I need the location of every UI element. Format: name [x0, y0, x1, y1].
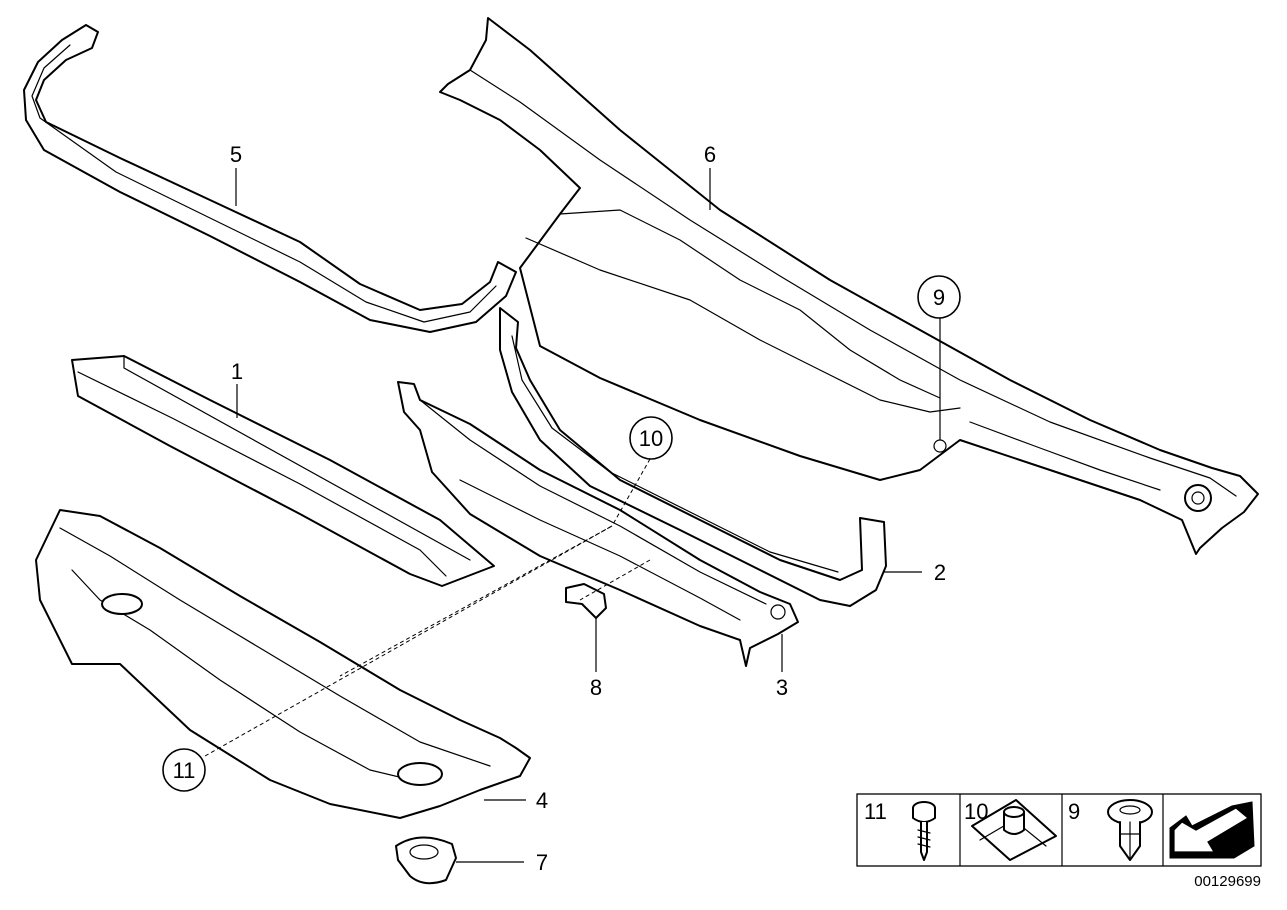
part-8-clip [565, 583, 607, 619]
callout-7: 7 [536, 850, 548, 875]
small-parts-legend: 11 10 9 [856, 793, 1262, 867]
callout-3: 3 [776, 675, 788, 700]
callout-9: 9 [933, 285, 945, 310]
callout-11: 11 [173, 758, 196, 783]
callout-6: 6 [704, 142, 716, 167]
part-3-trim-bracket [397, 381, 799, 667]
callout-5: 5 [230, 142, 242, 167]
clip-nut-icon [971, 799, 1057, 861]
part-5-seal-strip [23, 24, 517, 333]
callout-10: 10 [639, 426, 663, 451]
screw-icon [912, 801, 936, 861]
part-1-cover-strip [71, 355, 495, 587]
legend-item-10: 10 [964, 799, 1057, 861]
legend-item-arrow [1169, 801, 1255, 859]
diagram-id: 00129699 [1194, 873, 1261, 890]
callouts: 5 6 1 2 3 8 4 7 9 10 11 [162, 142, 961, 875]
part-6-cowl-cover [439, 17, 1259, 555]
leader-10 [611, 458, 651, 527]
callout-circle-11 [162, 748, 206, 792]
expanding-rivet-icon [1107, 799, 1153, 861]
legend-item-11: 11 [864, 799, 936, 861]
part-7-grommet [395, 836, 457, 885]
callout-circle-9 [917, 275, 961, 319]
callout-circle-10 [629, 416, 673, 460]
leader-11 [204, 525, 613, 757]
callout-4: 4 [536, 788, 548, 813]
direction-arrow-icon [1169, 801, 1255, 859]
part-4-lower-tray [35, 509, 531, 819]
callout-2: 2 [934, 560, 946, 585]
part-2-seal-strip [499, 307, 887, 607]
legend-number-11: 11 [864, 799, 887, 824]
callout-1: 1 [231, 359, 243, 384]
legend-item-9: 9 [1068, 799, 1153, 861]
leader-lines [204, 168, 941, 863]
callout-8: 8 [590, 675, 602, 700]
legend-number-9: 9 [1068, 799, 1080, 824]
leader-10-extension [339, 525, 613, 677]
